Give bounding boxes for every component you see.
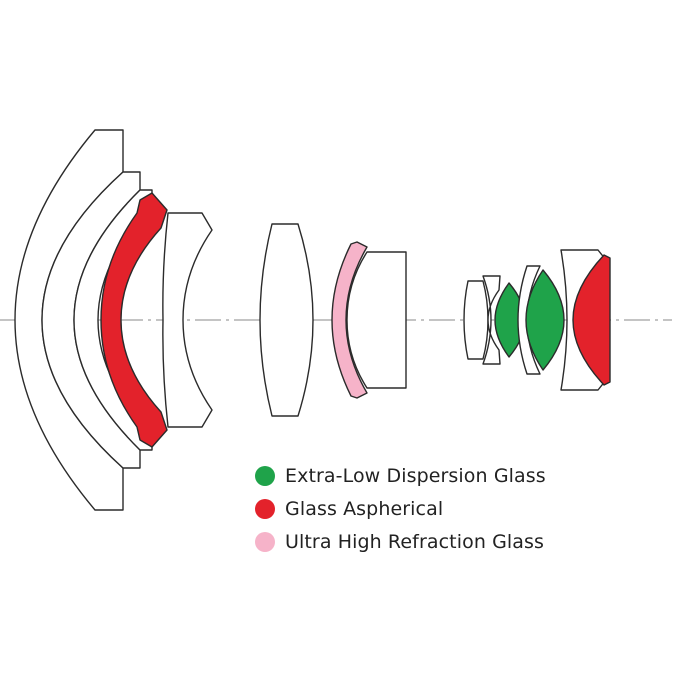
legend-item-extra-low-dispersion: Extra-Low Dispersion Glass <box>255 459 546 492</box>
element-13-extra-low-dispersion <box>525 269 565 371</box>
element-10-meniscus <box>482 275 501 365</box>
legend-label: Glass Aspherical <box>285 497 444 520</box>
legend-label: Extra-Low Dispersion Glass <box>285 464 546 487</box>
legend-label: Ultra High Refraction Glass <box>285 530 545 553</box>
element-15-rear-aspherical <box>572 254 611 386</box>
legend: Extra-Low Dispersion Glass Glass Aspheri… <box>255 459 546 558</box>
legend-item-aspherical: Glass Aspherical <box>255 492 546 525</box>
element-9-small-biconvex <box>463 280 489 360</box>
swatch-ultra-high-refraction <box>255 531 275 552</box>
swatch-extra-low-dispersion <box>255 465 275 486</box>
legend-item-ultra-high-refraction: Ultra High Refraction Glass <box>255 525 546 558</box>
element-8-plano-concave <box>346 251 407 389</box>
element-4-aspherical <box>100 192 168 448</box>
element-6-biconvex <box>259 223 314 417</box>
element-7-ultra-high-refraction <box>331 241 368 399</box>
swatch-aspherical <box>255 498 275 519</box>
element-5-biconcave <box>162 212 213 428</box>
